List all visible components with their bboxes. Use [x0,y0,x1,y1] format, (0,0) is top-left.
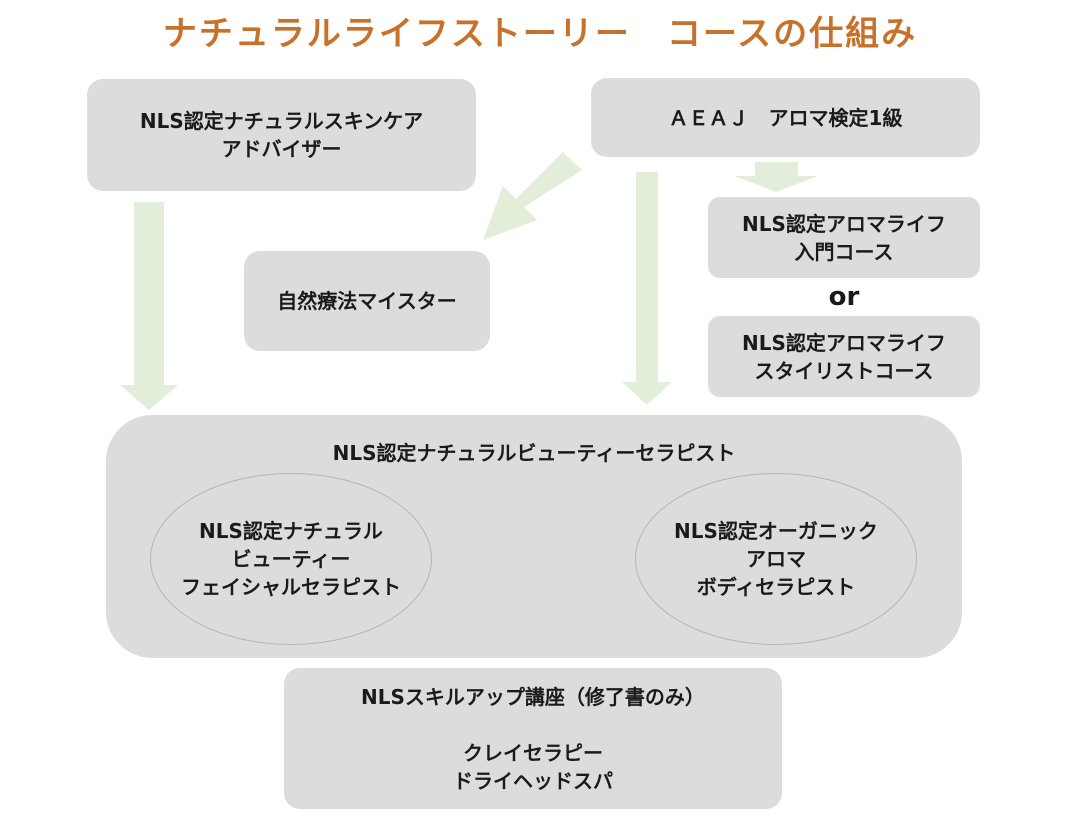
facial-therapist-label: NLS認定ナチュラル ビューティー フェイシャルセラピスト [181,519,401,599]
body-therapist-label: NLS認定オーガニック アロマ ボディセラピスト [674,519,878,599]
skillup-title: NLSスキルアップ講座（修了書のみ） [361,684,705,709]
facial-therapist-ellipse: NLS認定ナチュラル ビューティー フェイシャルセラピスト [150,473,432,645]
arrow-down-left [120,202,178,410]
aeaj-box: ＡＥＡＪ アロマ検定1級 [591,78,980,157]
arrow-down-short [734,162,818,192]
skincare-adviser-box: NLS認定ナチュラルスキンケア アドバイザー [87,79,476,191]
naturopathy-label: 自然療法マイスター [277,289,457,313]
or-label: or [828,282,860,312]
skincare-adviser-label: NLS認定ナチュラルスキンケア アドバイザー [139,109,424,161]
body-therapist-ellipse: NLS認定オーガニック アロマ ボディセラピスト [635,473,917,645]
aeaj-label: ＡＥＡＪ アロマ検定1級 [668,105,903,130]
arrow-down-center [622,172,672,405]
aroma-intro-label: NLS認定アロマライフ 入門コース [742,211,946,264]
page-title: ナチュラルライフストーリー コースの仕組み [162,14,918,54]
aroma-stylist-box: NLS認定アロマライフ スタイリストコース [708,316,980,397]
beauty-therapist-title: NLS認定ナチュラルビューティーセラピスト [332,441,736,465]
arrow-diagonal [483,152,582,240]
beauty-therapist-panel: NLS認定ナチュラルビューティーセラピスト NLS認定ナチュラル ビューティー … [106,415,962,658]
skillup-box: NLSスキルアップ講座（修了書のみ） クレイセラピー ドライヘッドスパ [284,668,782,809]
skillup-courses: クレイセラピー ドライヘッドスパ [453,740,613,793]
aroma-stylist-label: NLS認定アロマライフ スタイリストコース [742,330,946,383]
naturopathy-box: 自然療法マイスター [244,251,490,351]
aroma-intro-box: NLS認定アロマライフ 入門コース [708,197,980,278]
